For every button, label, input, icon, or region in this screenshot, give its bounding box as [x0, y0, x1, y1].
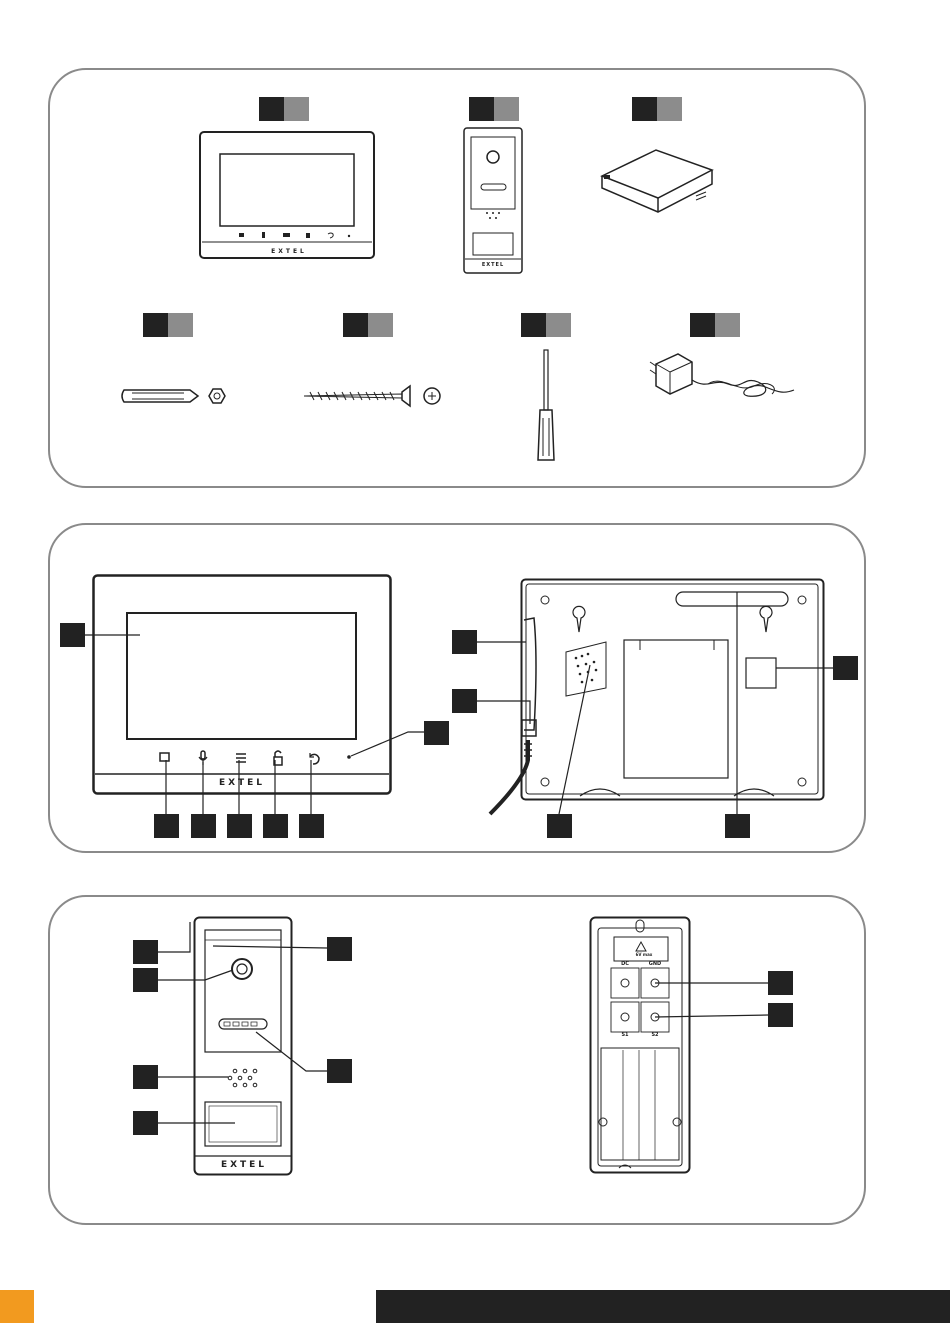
- page-footer-bar: [376, 1290, 950, 1323]
- page-footer-accent: [0, 1290, 34, 1323]
